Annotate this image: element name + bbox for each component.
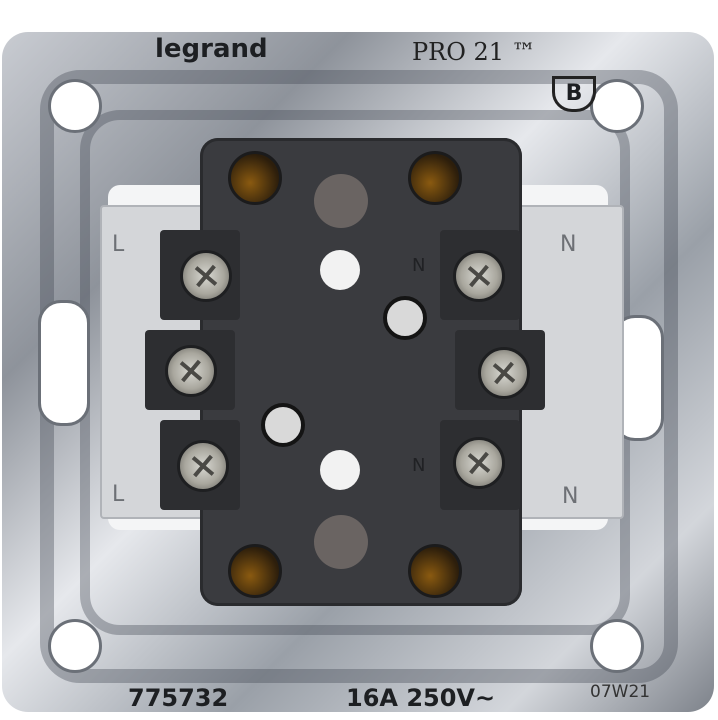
date-code: 07W21 [590,682,651,702]
contact-hole [228,151,282,205]
release-hole [261,403,305,447]
series-label: PRO 21 ™ [412,38,536,66]
mounting-hole-top-left [48,79,102,133]
mounting-hole-bottom-left [48,619,102,673]
terminal-label-n: N [562,484,579,509]
terminal-screw [453,437,505,489]
body-label-n: N [412,455,426,476]
body-label-n: N [412,255,426,276]
terminal-screw [177,440,229,492]
contact-hole [228,544,282,598]
mounting-hole-top-right [590,79,644,133]
pin-hole [314,174,368,228]
release-hole [383,296,427,340]
terminal-screw [180,250,232,302]
contact-hole [408,544,462,598]
rating-label: 16A 250V~ [346,684,496,712]
mounting-hole-bottom-right [590,619,644,673]
product-code: 775732 [128,684,229,712]
through-hole [320,450,360,490]
terminal-label-n: N [560,232,577,257]
through-hole [320,250,360,290]
certification-mark: B [552,76,596,112]
terminal-label-l: L [112,232,125,257]
terminal-label-l: L [112,482,125,507]
terminal-screw [165,345,217,397]
frame-ridge [40,70,678,683]
contact-hole [408,151,462,205]
terminal-screw [478,347,530,399]
mounting-slot-left [38,300,90,426]
legrand-logo: legrand [155,34,268,64]
terminal-screw [453,250,505,302]
pin-hole [314,515,368,569]
